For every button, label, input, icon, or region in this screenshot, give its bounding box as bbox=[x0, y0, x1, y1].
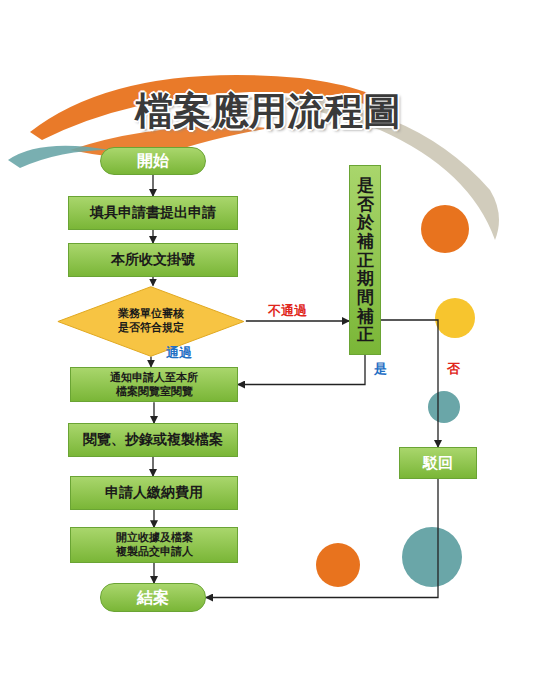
edge-label: 是 bbox=[374, 360, 387, 378]
yellow-dot bbox=[435, 298, 475, 338]
orange-dot bbox=[421, 205, 469, 253]
node-text: 駁回 bbox=[423, 454, 453, 473]
flow-arrow bbox=[152, 277, 153, 286]
flow-arrow bbox=[152, 457, 153, 476]
teal-dot bbox=[428, 391, 460, 423]
node-text: 是否於補正期間補正 bbox=[357, 176, 374, 344]
node-text: 業務單位審核 是否符合規定 bbox=[115, 307, 188, 335]
flow-arrow bbox=[246, 320, 349, 321]
node-text: 閱覽、抄錄或複製檔案 bbox=[83, 431, 223, 449]
process-box: 通知申請人至本所 檔案閱覽室閱覽 bbox=[70, 367, 238, 403]
flow-arrow bbox=[381, 320, 438, 447]
teal-dot bbox=[402, 527, 462, 587]
start-terminal: 開始 bbox=[100, 147, 206, 175]
diagram-title: 檔案應用流程圖 bbox=[0, 86, 535, 137]
flow-arrow bbox=[152, 230, 153, 243]
reject-box: 駁回 bbox=[399, 447, 477, 479]
node-text: 開立收據及檔案 複製品交申請人 bbox=[112, 531, 196, 559]
edge-label: 通過 bbox=[166, 344, 192, 362]
node-text: 開始 bbox=[137, 151, 169, 171]
flow-arrow bbox=[206, 479, 438, 598]
process-box: 閱覽、抄錄或複製檔案 bbox=[68, 423, 238, 457]
edge-label: 否 bbox=[447, 360, 460, 378]
decision-diamond: 業務單位審核 是否符合規定 bbox=[56, 286, 246, 357]
node-text: 本所收文掛號 bbox=[111, 251, 195, 269]
flow-arrow bbox=[152, 175, 153, 197]
node-text: 填具申請書提出申請 bbox=[90, 204, 216, 222]
node-text: 結案 bbox=[137, 588, 169, 608]
process-box: 申請人繳納費用 bbox=[70, 476, 238, 510]
end-terminal: 結案 bbox=[100, 583, 206, 612]
process-box: 填具申請書提出申請 bbox=[68, 196, 238, 230]
teal-swoosh bbox=[8, 146, 110, 168]
process-box: 本所收文掛號 bbox=[68, 243, 238, 277]
decision-box: 是否於補正期間補正 bbox=[349, 165, 381, 355]
orange-dot bbox=[316, 543, 360, 587]
flow-arrow bbox=[153, 402, 154, 423]
edge-label: 不通過 bbox=[268, 302, 307, 320]
node-text: 通知申請人至本所 檔案閱覽室閱覽 bbox=[107, 371, 202, 399]
flow-arrow bbox=[153, 510, 154, 527]
flow-arrow bbox=[238, 355, 365, 385]
process-box: 開立收據及檔案 複製品交申請人 bbox=[70, 527, 238, 563]
flow-arrow bbox=[153, 563, 154, 583]
node-text: 申請人繳納費用 bbox=[105, 484, 203, 502]
flow-arrow bbox=[150, 357, 151, 367]
